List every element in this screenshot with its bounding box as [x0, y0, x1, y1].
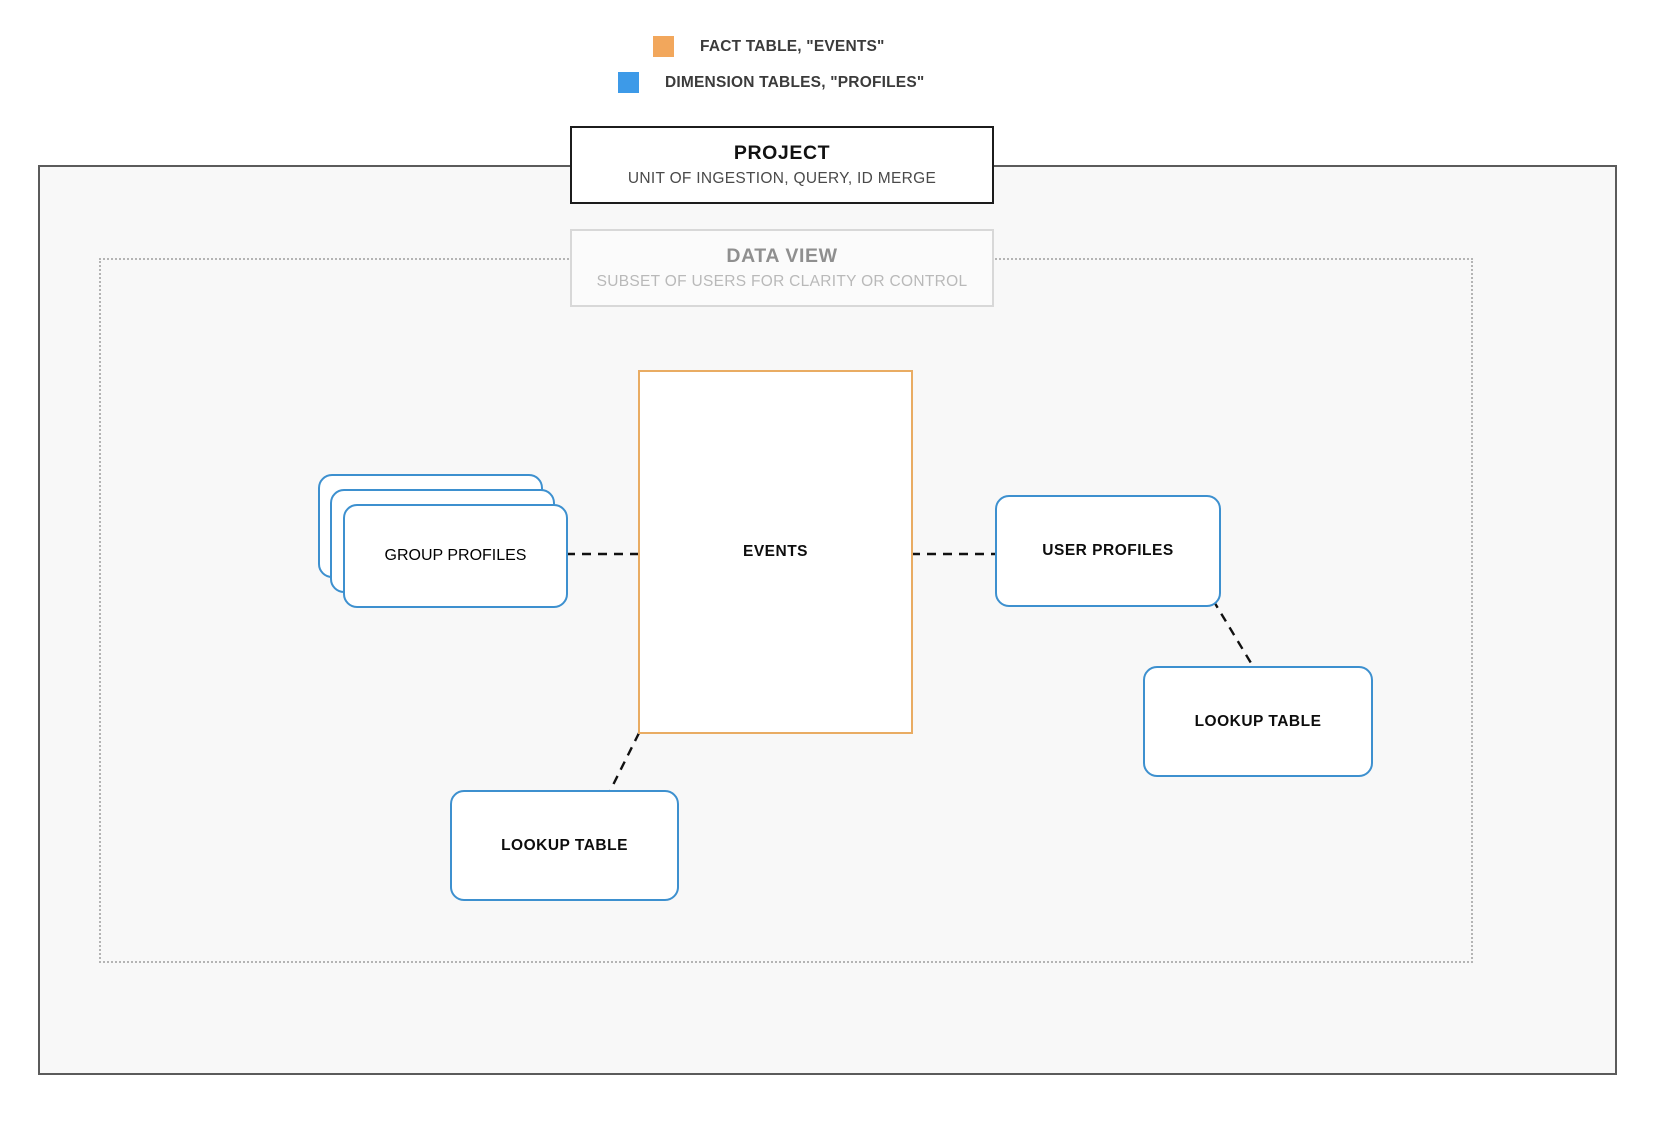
legend-label-fact-table: FACT TABLE, "EVENTS"	[700, 37, 885, 55]
group-profiles-label: GROUP PROFILES	[384, 547, 527, 564]
data-view-title: DATA VIEW	[726, 244, 838, 267]
square-swatch-icon	[653, 36, 674, 57]
project-title: PROJECT	[733, 141, 831, 164]
legend-label-dimension-tables: DIMENSION TABLES, "PROFILES"	[665, 73, 925, 91]
user-profiles-label: USER PROFILES	[1042, 542, 1174, 559]
lookup-table-left-label: LOOKUP TABLE	[501, 836, 628, 854]
lookup-table-right-box[interactable]: LOOKUP TABLE	[1143, 666, 1373, 777]
user-profiles-box[interactable]: USER PROFILES	[995, 495, 1221, 607]
group-profiles-card-front[interactable]: GROUP PROFILES	[343, 504, 568, 608]
project-header-card: PROJECT UNIT OF INGESTION, QUERY, ID MER…	[570, 126, 994, 204]
events-fact-table-box[interactable]: EVENTS	[638, 370, 913, 734]
project-subtitle: UNIT OF INGESTION, QUERY, ID MERGE	[627, 170, 937, 188]
events-label: EVENTS	[742, 543, 808, 560]
legend-item-fact-table: FACT TABLE, "EVENTS"	[653, 36, 885, 57]
lookup-table-left-box[interactable]: LOOKUP TABLE	[450, 790, 679, 901]
square-swatch-icon	[618, 72, 639, 93]
legend-item-dimension-tables: DIMENSION TABLES, "PROFILES"	[618, 72, 924, 93]
data-view-header-card: DATA VIEW SUBSET OF USERS FOR CLARITY OR…	[570, 229, 994, 307]
lookup-table-right-label: LOOKUP TABLE	[1194, 712, 1322, 730]
group-profiles-stack[interactable]: GROUP PROFILES	[318, 474, 568, 608]
data-view-subtitle: SUBSET OF USERS FOR CLARITY OR CONTROL	[596, 273, 968, 291]
